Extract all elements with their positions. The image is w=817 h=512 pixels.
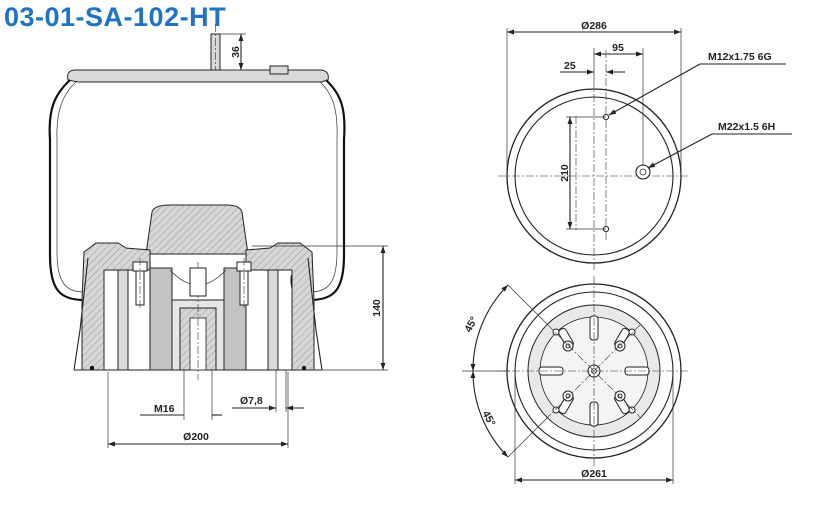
callout-large-thread: M22x1.5 6H — [718, 121, 775, 133]
bolt-right — [236, 258, 252, 310]
bolt-left — [132, 258, 148, 310]
air-fitting — [269, 65, 289, 75]
top-dim-diameter: Ø286 — [581, 20, 607, 32]
inner-rib-left — [149, 267, 173, 371]
bottom-dim-diameter: Ø261 — [581, 468, 607, 480]
top-dim-offset-95: 95 — [612, 42, 624, 54]
bump-stop — [145, 204, 249, 255]
callout-small-thread: M12x1.75 6G — [708, 51, 772, 63]
bottom-dim-angle-upper: 45° — [462, 315, 480, 335]
dim-base-diameter: Ø200 — [183, 431, 209, 443]
bottom-dim-angle-lower: 45° — [480, 409, 498, 429]
top-bead-plate — [67, 69, 329, 83]
dim-height: 140 — [371, 299, 383, 317]
top-view: Ø286 95 25 210 M12x1.75 6G M22x1.5 6H — [498, 20, 792, 272]
dim-thread: M16 — [154, 403, 175, 415]
bottom-mount-holes — [552, 328, 636, 414]
drawing-title: 03-01-SA-102-HT — [4, 2, 227, 32]
dim-hole: Ø7,8 — [240, 395, 263, 407]
top-dim-offset-25: 25 — [564, 60, 576, 72]
dim-stud-height: 36 — [230, 46, 242, 58]
bottom-view: 45° 45° Ø261 — [462, 276, 690, 484]
side-view: 36 140 M16 Ø7,8 Ø200 — [48, 24, 388, 448]
piston-right — [245, 242, 315, 371]
top-dim-spacing: 210 — [559, 164, 571, 182]
center-stud — [189, 267, 207, 297]
